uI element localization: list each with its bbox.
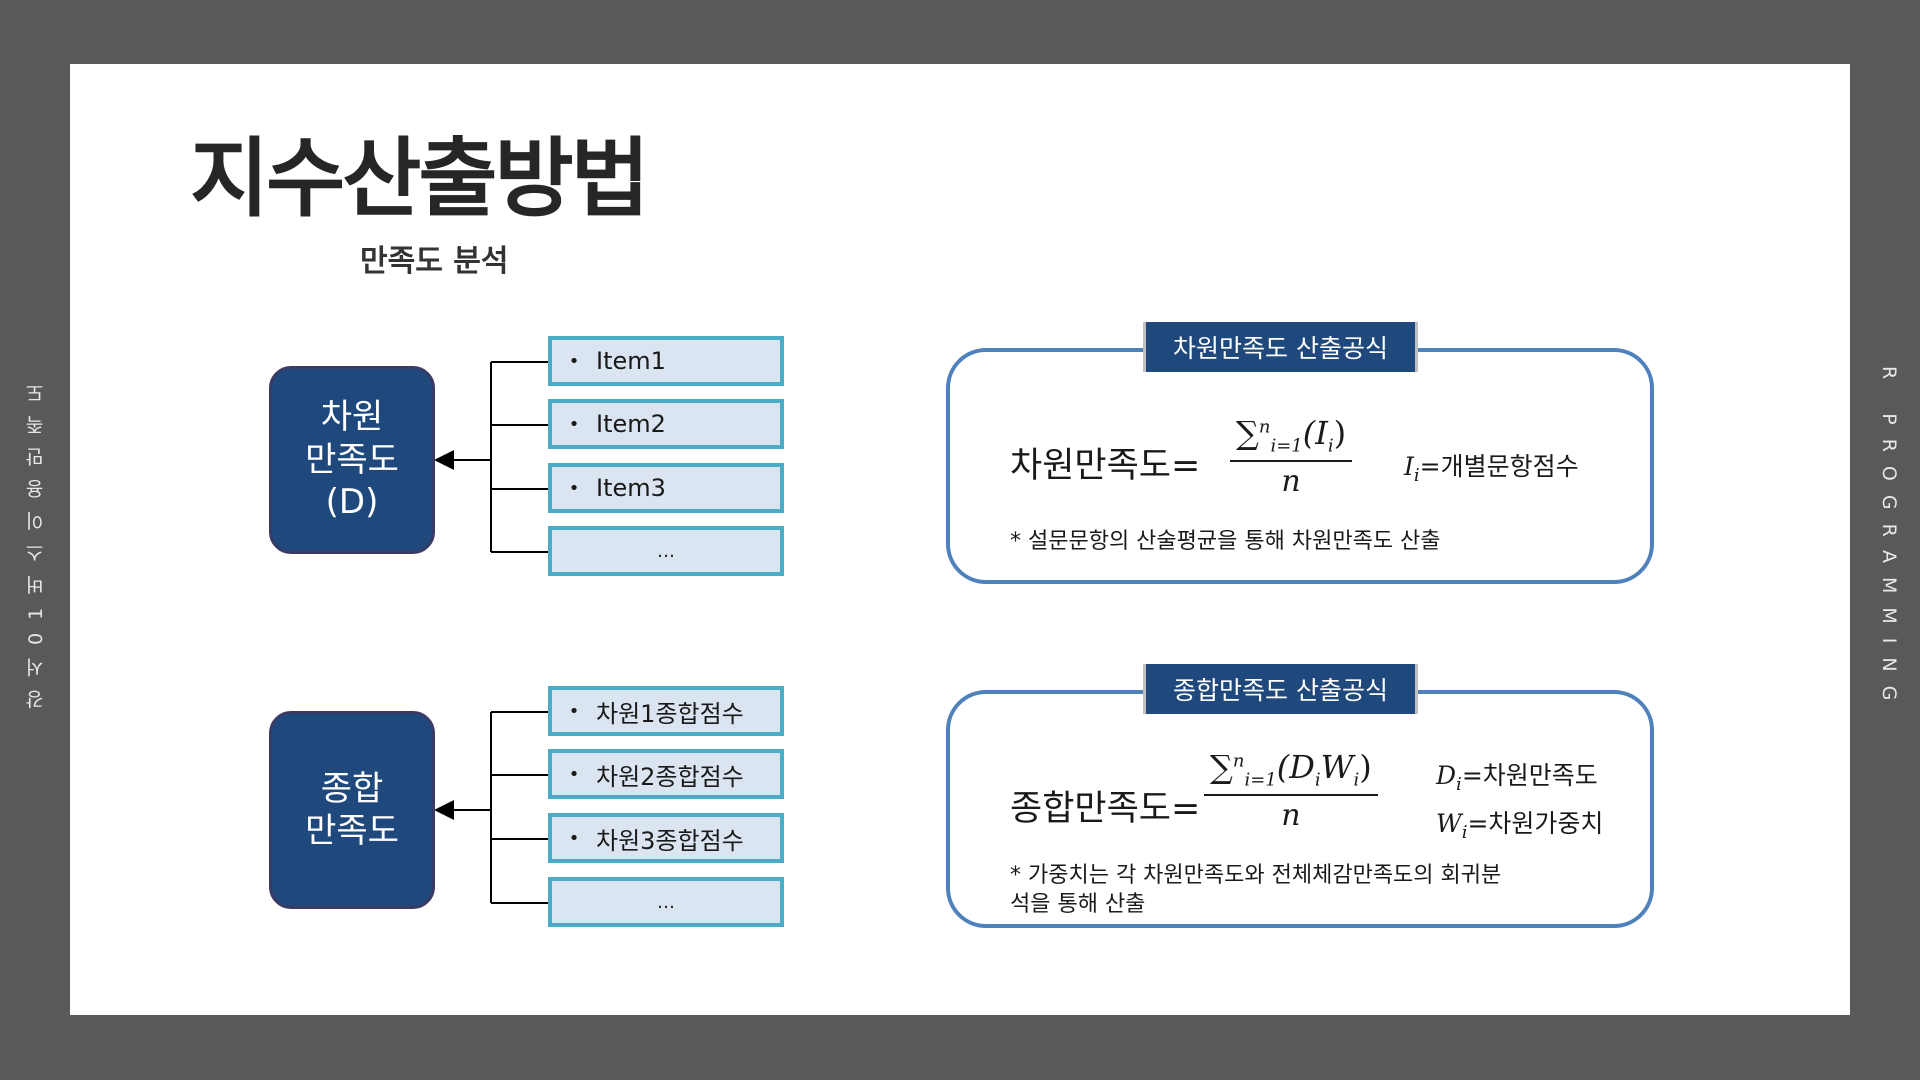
bullet-icon: • (568, 413, 580, 435)
dimension-formula-variable: Ii=개별문항점수 (1404, 447, 1579, 486)
term: (I (1302, 414, 1328, 452)
sum-symbol: ∑ (1236, 414, 1259, 452)
var-desc: =차원가중치 (1467, 809, 1604, 838)
var-sub: i (1456, 774, 1462, 795)
overall-item-2: • 차원2종합점수 (548, 749, 784, 799)
bullet-icon: • (568, 700, 580, 722)
overall-item-1: • 차원1종합점수 (548, 686, 784, 736)
dimension-item-1-label: Item1 (596, 347, 666, 375)
overall-item-3-label: 차원3종합점수 (596, 826, 744, 855)
var-sub: i (1461, 822, 1468, 843)
dimension-item-1: • Item1 (548, 336, 784, 386)
overall-note-line1: * 가중치는 각 차원만족도와 전체체감만족도의 회귀분 (1010, 863, 1502, 888)
bullet-icon: • (568, 350, 580, 372)
dimension-box-line2: 만족도 (305, 439, 399, 480)
overall-formula-lhs: 종합만족도= (1010, 789, 1201, 829)
var-desc: =차원만족도 (1461, 761, 1598, 790)
overall-satisfaction-box: 종합 만족도 (269, 711, 435, 909)
dimension-formula-numerator: ∑ni=1(Ii) (1230, 414, 1353, 463)
overall-formula-box (946, 690, 1654, 928)
var-symbol: I (1404, 452, 1414, 481)
overall-item-more-label: … (657, 891, 675, 913)
overall-formula-variable-w: Wi=차원가중치 (1436, 804, 1603, 843)
dimension-formula-note: * 설문문항의 산술평균을 통해 차원만족도 산출 (1010, 529, 1441, 554)
overall-formula-note: * 가중치는 각 차원만족도와 전체체감만족도의 회귀분 석을 통해 산출 (1010, 862, 1501, 919)
dimension-formula-denominator: n (1281, 464, 1301, 500)
overall-box-line2: 만족도 (305, 811, 399, 851)
term-w: W (1320, 748, 1354, 786)
overall-formula-variable-d: Di=차원만족도 (1436, 756, 1598, 795)
overall-item-3: • 차원3종합점수 (548, 813, 784, 863)
term-close: ) (1359, 748, 1372, 786)
term-d: (D (1276, 748, 1315, 786)
dimension-formula-lhs: 차원만족도= (1010, 446, 1201, 486)
page-title: 지수산출방법 (190, 129, 650, 229)
sum-upper: n (1232, 750, 1245, 772)
overall-item-more: … (548, 877, 784, 927)
dimension-item-2: • Item2 (548, 399, 784, 449)
sum-lower: i=1 (1270, 435, 1303, 457)
dimension-item-3: • Item3 (548, 463, 784, 513)
sum-upper: n (1258, 416, 1271, 438)
term-w-sub: i (1353, 769, 1360, 791)
term-d-sub: i (1314, 769, 1321, 791)
var-sub: i (1413, 465, 1420, 486)
overall-item-1-label: 차원1종합점수 (596, 699, 744, 728)
sum-lower: i=1 (1244, 769, 1277, 791)
dimension-satisfaction-box: 차원 만족도 (D) (269, 366, 435, 554)
overall-formula-denominator: n (1281, 798, 1301, 834)
overall-box-line1: 종합 (320, 768, 384, 809)
term-sub: i (1327, 435, 1334, 457)
dimension-item-2-label: Item2 (596, 410, 666, 438)
overall-formula-fraction: ∑ni=1(DiWi) n (1204, 748, 1378, 833)
dimension-item-more-label: … (657, 540, 675, 562)
dimension-formula-label: 차원만족도 산출공식 (1143, 322, 1418, 372)
var-symbol: D (1436, 761, 1457, 790)
dimension-item-3-label: Item3 (596, 474, 666, 502)
bullet-icon: • (568, 763, 580, 785)
dimension-box-line3: (D) (325, 482, 379, 523)
dimension-formula-box (946, 348, 1654, 584)
var-desc: =개별문항점수 (1419, 452, 1579, 481)
dimension-item-more: … (548, 526, 784, 576)
page-subtitle: 만족도 분석 (360, 244, 509, 279)
sum-symbol: ∑ (1210, 748, 1233, 786)
overall-note-line2: 석을 통해 산출 (1010, 891, 1146, 917)
var-symbol: W (1436, 809, 1462, 838)
dimension-box-line1: 차원 (320, 397, 384, 438)
overall-item-2-label: 차원2종합점수 (596, 762, 744, 791)
overall-formula-label: 종합만족도 산출공식 (1143, 664, 1418, 714)
bullet-icon: • (568, 827, 580, 849)
bullet-icon: • (568, 477, 580, 499)
overall-formula-numerator: ∑ni=1(DiWi) (1204, 748, 1378, 797)
dimension-formula-fraction: ∑ni=1(Ii) n (1230, 414, 1353, 500)
term-close: ) (1333, 414, 1347, 452)
side-label-right: R PROGRAMMING (1878, 365, 1900, 715)
